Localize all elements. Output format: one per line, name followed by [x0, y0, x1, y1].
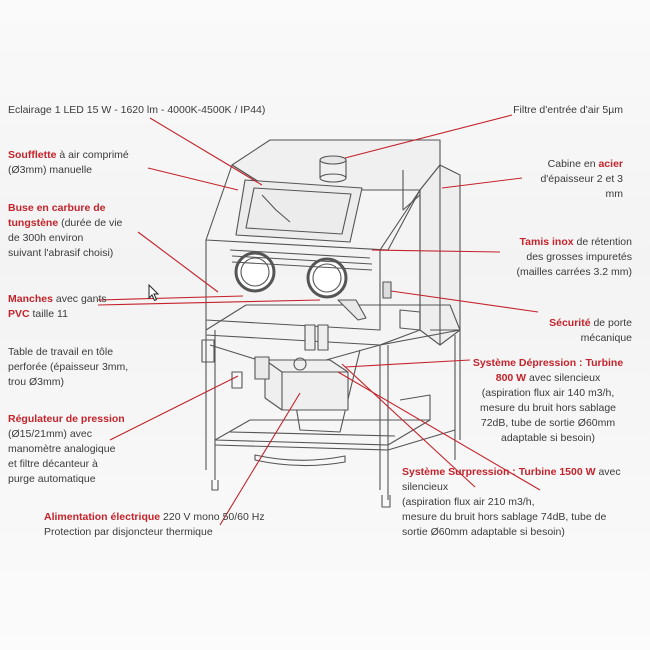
- depression-text2: avec silencieux: [526, 372, 601, 384]
- tamis-line3: (mailles carrées 3.2 mm): [516, 266, 632, 278]
- label-soufflette: Soufflette à air comprimé (Ø3mm) manuell…: [8, 148, 129, 178]
- depression-line3: (aspiration flux air 140 m3/h,: [481, 387, 615, 399]
- mouse-cursor-icon: [148, 284, 160, 302]
- regulateur-title: Régulateur de pression: [8, 413, 125, 425]
- manches-title2: PVC: [8, 308, 30, 320]
- label-manches: Manches avec gants PVC taille 11: [8, 292, 107, 322]
- securite-line2: mécanique: [580, 332, 632, 344]
- manches-title: Manches: [8, 293, 53, 305]
- depression-line6: adaptable si besoin): [501, 432, 595, 444]
- buse-title2: tungstène: [8, 217, 59, 229]
- manches-text: avec gants: [52, 293, 107, 305]
- surpression-title: Système Surpression : Turbine 1500 W: [402, 466, 596, 478]
- securite-title: Sécurité: [549, 317, 591, 329]
- soufflette-text: à air comprimé: [56, 149, 129, 161]
- cabine-line3: mm: [605, 188, 624, 200]
- regulateur-line2: (Ø15/21mm) avec: [8, 428, 93, 440]
- tamis-line2: des grosses impuretés: [526, 251, 632, 263]
- label-cabine: Cabine en acier d'épaisseur 2 et 3 mm: [540, 157, 623, 202]
- label-securite: Sécurité de porte mécanique: [549, 316, 632, 346]
- soufflette-line2: (Ø3mm) manuelle: [8, 164, 93, 176]
- cabine-line2: d'épaisseur 2 et 3: [540, 173, 623, 185]
- cabine-text: Cabine en: [547, 158, 599, 170]
- surpression-text1: avec: [595, 466, 621, 478]
- regulateur-line3: manomètre analogique: [8, 443, 116, 455]
- securite-text: de porte: [590, 317, 632, 329]
- surpression-line3: (aspiration flux air 210 m3/h,: [402, 496, 535, 508]
- label-buse: Buse en carbure de tungstène (durée de v…: [8, 201, 122, 261]
- buse-text2: (durée de vie: [58, 217, 123, 229]
- regulateur-line4: et filtre décanteur à: [8, 458, 98, 470]
- label-table: Table de travail en tôle perforée (épais…: [8, 345, 128, 390]
- label-regulateur: Régulateur de pression (Ø15/21mm) avec m…: [8, 412, 125, 487]
- table-line1: Table de travail en tôle: [8, 346, 114, 358]
- tamis-title: Tamis inox: [519, 236, 574, 248]
- manches-text2: taille 11: [29, 308, 68, 320]
- buse-line3: de 300h environ: [8, 232, 84, 244]
- soufflette-title: Soufflette: [8, 149, 57, 161]
- depression-title1: Système Dépression : Turbine: [472, 357, 624, 369]
- buse-title1: Buse en carbure de: [8, 202, 106, 214]
- label-depression: Système Dépression : Turbine 800 W avec …: [462, 356, 634, 446]
- table-line2: perforée (épaisseur 3mm,: [8, 361, 129, 373]
- alim-title: Alimentation électrique: [44, 511, 161, 523]
- label-surpression: Système Surpression : Turbine 1500 W ave…: [402, 465, 642, 540]
- label-filtre: Filtre d'entrée d'air 5µm: [513, 103, 623, 118]
- surpression-line5: sortie Ø60mm adaptable si besoin): [402, 526, 565, 538]
- cabine-title: acier: [598, 158, 623, 170]
- tamis-text: de rétention: [573, 236, 632, 248]
- label-eclairage: Eclairage 1 LED 15 W - 1620 lm - 4000K-4…: [8, 103, 265, 118]
- filtre-text: Filtre d'entrée d'air 5µm: [513, 104, 623, 116]
- table-line3: trou Ø3mm): [8, 376, 65, 388]
- alim-text: 220 V mono 50/60 Hz: [160, 511, 265, 523]
- surpression-line4: mesure du bruit hors sablage 74dB, tube …: [402, 511, 607, 523]
- depression-line5: 72dB, tube de sortie Ø60mm: [480, 417, 616, 429]
- eclairage-text: Eclairage 1 LED 15 W - 1620 lm - 4000K-4…: [8, 104, 266, 116]
- label-alimentation: Alimentation électrique 220 V mono 50/60…: [44, 510, 265, 540]
- alim-line2: Protection par disjoncteur thermique: [44, 526, 213, 538]
- buse-line4: suivant l'abrasif choisi): [8, 247, 114, 259]
- depression-line4: mesure du bruit hors sablage: [480, 402, 616, 414]
- regulateur-line5: purge automatique: [8, 473, 96, 485]
- depression-title2: 800 W: [495, 372, 527, 384]
- label-tamis: Tamis inox de rétention des grosses impu…: [516, 235, 632, 280]
- surpression-line2: silencieux: [402, 481, 449, 493]
